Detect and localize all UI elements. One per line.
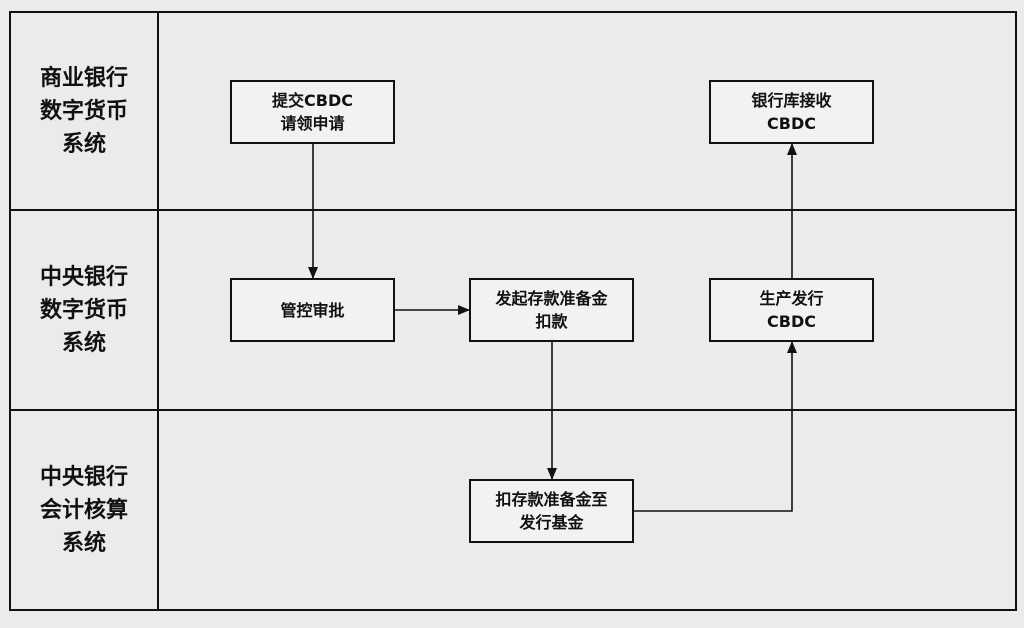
node-receive-cbdc: 银行库接收 CBDC — [751, 91, 832, 133]
deduct-to-fund-box — [469, 479, 634, 543]
node-issue-cbdc: 生产发行 CBDC — [759, 289, 824, 331]
outer-frame — [9, 11, 1017, 611]
lane-label-commercial-bank: 商业银行 数字货币 系统 — [39, 65, 128, 157]
arrow-fund-to-issue — [633, 341, 797, 512]
lane-label-central-bank-digital: 中央银行 数字货币 系统 — [39, 264, 128, 356]
node-control-approval: 管控审批 — [280, 300, 345, 320]
node-deduct-to-fund: 扣存款准备金至 发行基金 — [495, 490, 608, 532]
submit-request-box — [230, 80, 395, 144]
node-initiate-deduction: 发起存款准备金 扣款 — [495, 289, 608, 331]
lane-label-central-bank-accounting: 中央银行 会计核算 系统 — [39, 464, 128, 556]
node-submit-request: 提交CBDC 请领申请 — [272, 91, 353, 133]
issue-cbdc-box — [709, 278, 874, 342]
